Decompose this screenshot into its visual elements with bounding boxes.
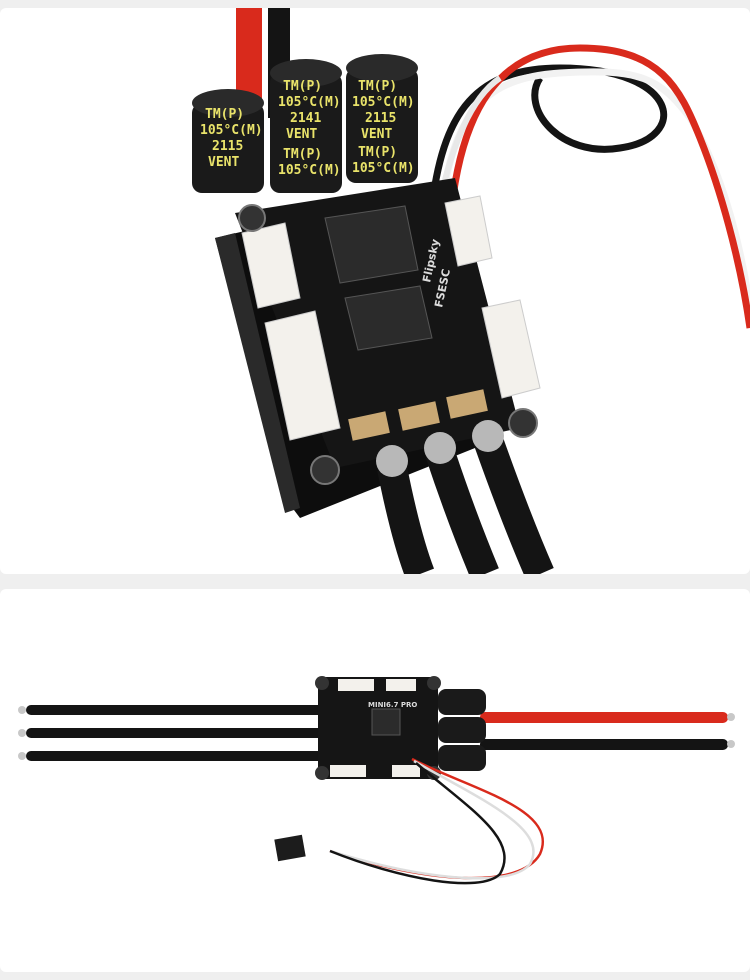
cap-right-text-4: VENT [361,127,392,142]
connector-left-upper [241,222,301,309]
board-connector-top-1 [338,679,374,691]
mcu-chip [324,205,419,284]
board-screw-2 [427,676,441,690]
signal-cable-white [329,759,535,880]
side-capacitor-2 [438,717,486,743]
heatsink-edge [215,233,300,513]
solder-pad-1 [348,411,390,441]
phase-solder-2 [424,432,456,464]
board-mcu [371,708,401,736]
capacitor-middle: TM(P) 105°C(M) 2141 VENT TM(P) 105°C(M) [270,59,342,193]
connector-left-lower [264,310,341,441]
cap-right-text-2: 105°C(M) [352,95,415,110]
cap-right-text-1: TM(P) [358,79,397,94]
phase-lead-1 [26,705,326,715]
phase-solder-1 [376,445,408,477]
connector-right-upper [444,195,493,267]
cap-middle-text-1: TM(P) [283,79,322,94]
cap-left-text-3: 2115 [212,139,243,154]
esc-closeup-photo: TM(P) 105°C(M) 2115 VENT TM(P) 105°C(M) … [192,8,750,574]
cap-middle-text-5: TM(P) [283,147,322,162]
screw-top-left [238,204,266,232]
phase-wire-1 [377,465,435,574]
power-lead-tip-black [727,740,735,748]
cap-right-text-6: 105°C(M) [352,161,415,176]
driver-chip [344,285,433,351]
phase-lead-tip-1 [18,706,26,714]
signal-wire-black [426,64,668,224]
cap-left-text-1: TM(P) [205,107,244,122]
board-connector-top-2 [386,679,416,691]
board-screw-1 [315,676,329,690]
board-screw-3 [315,766,329,780]
signal-wire-red [446,44,750,329]
capacitor-left: TM(P) 105°C(M) 2115 VENT [192,89,264,193]
signal-wire-white [436,68,750,309]
screw-bottom-left [310,455,340,485]
board-connector-bottom-2 [392,765,420,777]
power-lead-red-full [480,712,728,723]
side-capacitor-3 [438,745,486,771]
side-capacitor-1 [438,689,486,715]
cap-left-text-4: VENT [208,155,239,170]
cap-middle-text-4: VENT [286,127,317,142]
board-model-label: MINI6.7 PRO [368,701,417,709]
phase-lead-tip-2 [18,729,26,737]
esc-full-view-photo: MINI6.7 PRO [18,676,735,885]
cap-middle-text-2: 105°C(M) [278,95,341,110]
solder-pad-2 [398,401,440,431]
cap-middle-text-3: 2141 [290,111,321,126]
cap-middle-text-6: 105°C(M) [278,163,341,178]
esc-full-view-panel: MINI6.7 PRO [0,589,750,972]
power-lead-black-full [480,739,728,750]
phase-wire-3 [473,434,554,574]
cap-left-text-2: 105°C(M) [200,123,263,138]
cap-right-text-3: 2115 [365,111,396,126]
phase-lead-3 [26,751,326,761]
phase-solder-3 [472,420,504,452]
esc-closeup-panel: TM(P) 105°C(M) 2115 VENT TM(P) 105°C(M) … [0,8,750,574]
cap-right-text-5: TM(P) [358,145,397,160]
signal-cable-black [329,762,506,885]
capacitor-right: TM(P) 105°C(M) 2115 VENT TM(P) 105°C(M) [346,54,418,183]
power-lead-tip-red [727,713,735,721]
board-connector-bottom-1 [330,765,366,777]
screw-bottom-right [508,408,538,438]
servo-connector [274,834,306,862]
phase-wire-2 [425,448,499,574]
phase-lead-2 [26,728,326,738]
phase-lead-tip-3 [18,752,26,760]
solder-pad-3 [446,389,488,419]
connector-right-lower [481,299,541,399]
